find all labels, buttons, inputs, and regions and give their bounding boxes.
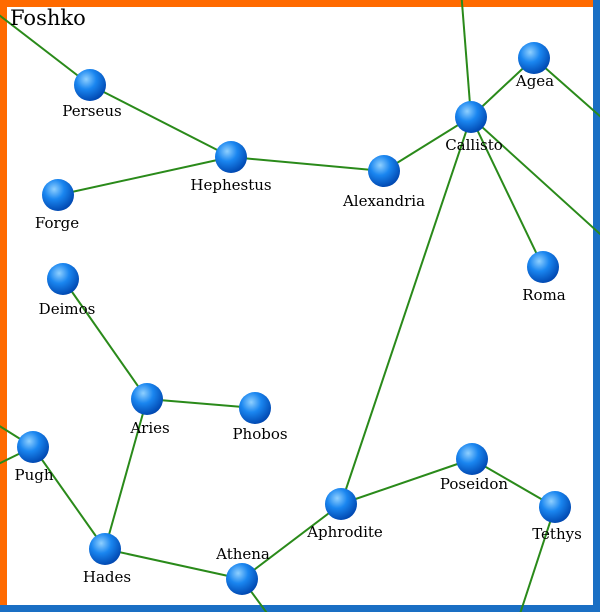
link-perseus-hephestus bbox=[89, 84, 232, 158]
system-aphrodite[interactable]: Aphrodite bbox=[306, 488, 383, 541]
planet-icon[interactable] bbox=[89, 533, 121, 565]
planet-icon[interactable] bbox=[539, 491, 571, 523]
system-hades[interactable]: Hades bbox=[83, 533, 131, 586]
planet-icon[interactable] bbox=[368, 155, 400, 187]
map-border-right bbox=[593, 0, 600, 612]
planet-icon[interactable] bbox=[17, 431, 49, 463]
planet-icon[interactable] bbox=[527, 251, 559, 283]
system-alexandria[interactable]: Alexandria bbox=[342, 155, 425, 210]
system-label: Perseus bbox=[62, 102, 121, 120]
region-title: Foshko bbox=[10, 6, 86, 30]
system-label: Alexandria bbox=[342, 192, 425, 210]
system-perseus[interactable]: Perseus bbox=[62, 69, 122, 120]
system-label: Athena bbox=[215, 545, 270, 563]
planet-icon[interactable] bbox=[456, 443, 488, 475]
planet-icon[interactable] bbox=[215, 141, 247, 173]
link-callisto-roma bbox=[470, 116, 544, 268]
system-tethys[interactable]: Tethys bbox=[532, 491, 582, 543]
system-label: Forge bbox=[35, 214, 79, 232]
planet-icon[interactable] bbox=[518, 42, 550, 74]
link-aries-hades bbox=[104, 398, 148, 550]
system-athena[interactable]: Athena bbox=[215, 545, 270, 595]
link-offmap-agea-east bbox=[533, 57, 600, 118]
system-label: Hephestus bbox=[190, 176, 271, 194]
link-hades-athena bbox=[104, 548, 243, 580]
system-callisto[interactable]: Callisto bbox=[445, 101, 503, 154]
nodes-layer: PerseusHephestusForgeAlexandriaCallistoA… bbox=[14, 42, 582, 595]
system-roma[interactable]: Roma bbox=[522, 251, 566, 304]
system-agea[interactable]: Agea bbox=[515, 42, 554, 90]
system-deimos[interactable]: Deimos bbox=[39, 263, 96, 318]
link-callisto-aphrodite bbox=[340, 116, 472, 505]
link-offmap-callisto-east bbox=[470, 116, 600, 236]
system-poseidon[interactable]: Poseidon bbox=[440, 443, 509, 493]
link-deimos-aries bbox=[62, 278, 148, 400]
planet-icon[interactable] bbox=[325, 488, 357, 520]
planet-icon[interactable] bbox=[74, 69, 106, 101]
link-hephestus-alexandria bbox=[230, 156, 385, 172]
planet-icon[interactable] bbox=[239, 392, 271, 424]
system-label: Hades bbox=[83, 568, 131, 586]
link-offmap-tethys-south bbox=[519, 506, 556, 612]
system-label: Tethys bbox=[532, 525, 582, 543]
link-aphrodite-poseidon bbox=[340, 458, 473, 505]
map-border-bottom bbox=[0, 605, 600, 612]
link-athena-aphrodite bbox=[241, 503, 342, 580]
system-forge[interactable]: Forge bbox=[35, 179, 79, 232]
system-label: Deimos bbox=[39, 300, 96, 318]
map-border-top bbox=[0, 0, 600, 7]
system-label: Aphrodite bbox=[306, 523, 383, 541]
system-aries[interactable]: Aries bbox=[129, 383, 170, 437]
system-hephestus[interactable]: Hephestus bbox=[190, 141, 272, 194]
system-phobos[interactable]: Phobos bbox=[232, 392, 288, 443]
planet-icon[interactable] bbox=[226, 563, 258, 595]
link-alexandria-callisto bbox=[383, 116, 472, 172]
planet-icon[interactable] bbox=[42, 179, 74, 211]
system-label: Agea bbox=[515, 72, 554, 90]
link-offmap-topleft bbox=[0, 14, 91, 86]
planet-icon[interactable] bbox=[47, 263, 79, 295]
system-label: Callisto bbox=[445, 136, 503, 154]
planet-icon[interactable] bbox=[455, 101, 487, 133]
link-offmap-top bbox=[460, 0, 472, 118]
link-aries-phobos bbox=[146, 398, 256, 409]
link-forge-hephestus bbox=[57, 156, 232, 196]
system-label: Phobos bbox=[232, 425, 287, 443]
system-label: Aries bbox=[129, 419, 169, 437]
map-border-left bbox=[0, 0, 7, 612]
link-pugh-hades bbox=[32, 446, 106, 550]
system-label: Roma bbox=[522, 286, 566, 304]
system-label: Pugh bbox=[14, 466, 53, 484]
system-pugh[interactable]: Pugh bbox=[14, 431, 54, 484]
planet-icon[interactable] bbox=[131, 383, 163, 415]
system-label: Poseidon bbox=[440, 475, 509, 493]
